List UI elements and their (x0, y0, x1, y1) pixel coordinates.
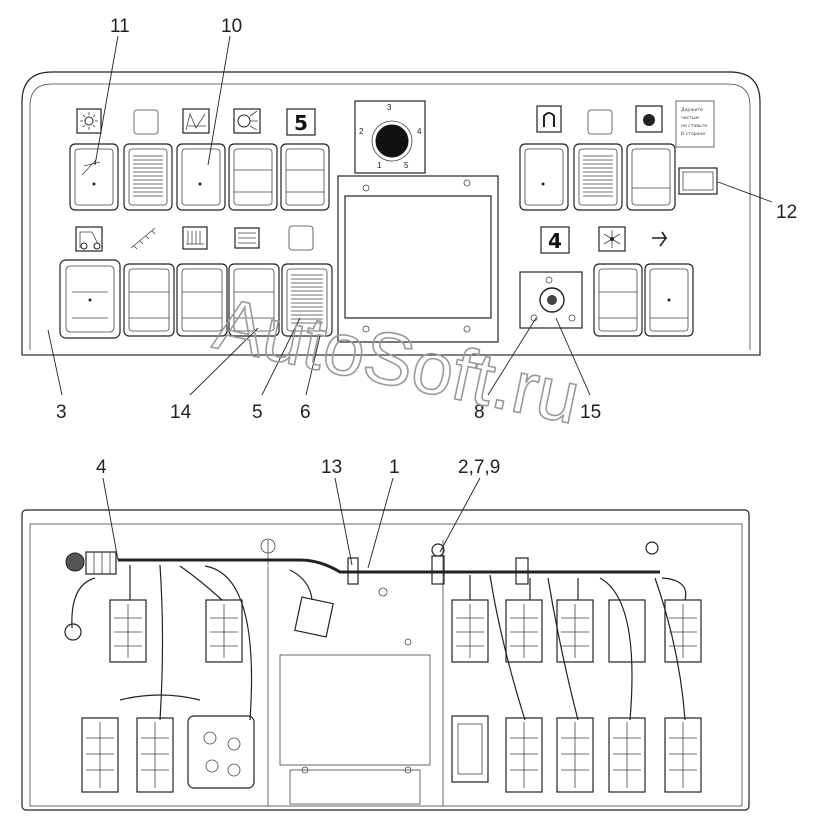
dial-pos-3: 3 (387, 103, 392, 112)
switch-right-1[interactable] (519, 143, 569, 211)
lamp-12 (678, 167, 718, 195)
top-right-switches (519, 143, 676, 211)
wire-drops (119, 564, 687, 721)
callout-10: 10 (221, 16, 242, 37)
blank-indicator-right (587, 109, 613, 135)
leader-lines (47, 35, 773, 569)
callout-8: 8 (474, 402, 485, 423)
lightning-icon (652, 231, 668, 247)
plow-icon (130, 227, 156, 250)
dial-pos-5: 5 (404, 161, 409, 170)
callout-5: 5 (252, 402, 263, 423)
blank-indicator (133, 109, 159, 135)
bottom-left-switches (59, 259, 333, 339)
washer-icon (233, 108, 261, 134)
callout-11: 11 (110, 16, 130, 37)
top-left-switches (69, 143, 330, 211)
harness-clamps (347, 541, 659, 585)
switch-bottom-right-1[interactable] (593, 263, 643, 337)
note-line-3: не ставьте (681, 124, 707, 129)
switch-right-2[interactable] (573, 143, 623, 211)
seat-wiper-icon (182, 108, 210, 134)
rear-heater-icon (234, 227, 260, 249)
rotary-switch[interactable]: 1 2 3 4 5 (354, 100, 426, 174)
connector-blocks-bottom (81, 715, 702, 793)
note-line-1: Держите (681, 107, 703, 113)
note-line-4: В стороне (681, 131, 705, 137)
switch-right-3[interactable] (626, 143, 676, 211)
blank-indicator-bottom (288, 225, 314, 251)
connector-4 (64, 551, 117, 641)
callout-12: 12 (776, 202, 797, 223)
switch-10[interactable] (176, 143, 226, 211)
light-icon (76, 108, 102, 134)
watermark-text: AutoSoft.ru (207, 281, 586, 439)
switch-top-4[interactable] (228, 143, 278, 211)
callout-6: 6 (300, 402, 311, 423)
switch-bottom-2[interactable] (123, 263, 175, 337)
switch-11[interactable] (69, 143, 119, 211)
bottom-right-switches (593, 263, 694, 337)
callout-labels: 11 10 12 3 14 5 6 8 15 4 13 1 2,7,9 (56, 16, 797, 478)
dial-pos-1: 1 (377, 161, 382, 170)
switch-bottom-1[interactable] (59, 259, 121, 339)
harness-trunk (118, 558, 660, 574)
callout-1: 1 (389, 457, 400, 478)
dial-pos-2: 2 (359, 127, 364, 136)
harness-trunk-inner (118, 565, 660, 579)
callout-14: 14 (170, 402, 192, 423)
warning-note: Держите чистым не ставьте В стороне (675, 100, 715, 148)
panel-rear-view (21, 509, 750, 811)
digit-five: 5 (294, 111, 308, 135)
connector-blocks-top (109, 599, 702, 663)
beacon-icon (635, 105, 663, 133)
center-plug (289, 569, 334, 638)
center-display (337, 175, 499, 343)
callout-15: 15 (580, 402, 601, 423)
fan-icon (598, 226, 626, 252)
dial-pos-4: 4 (417, 127, 422, 136)
callout-3: 3 (56, 402, 67, 423)
digit-five-indicator: 5 (286, 108, 316, 136)
digit-four: 4 (548, 229, 562, 253)
horseshoe-icon (536, 105, 562, 133)
callout-13: 13 (321, 457, 342, 478)
heater-icon (182, 226, 208, 250)
tractor-hitch-icon (75, 226, 103, 252)
callout-4: 4 (96, 457, 107, 478)
socket-15 (519, 271, 583, 329)
fuse-block (187, 715, 255, 789)
switch-top-5[interactable] (280, 143, 330, 211)
switch-top-2[interactable] (123, 143, 173, 211)
callout-2-7-9: 2,7,9 (458, 457, 500, 478)
digit-four-indicator: 4 (540, 226, 570, 254)
switch-bottom-right-2[interactable] (644, 263, 694, 337)
switch-5[interactable] (281, 263, 333, 337)
note-line-2: чистым (681, 116, 700, 121)
switch-bottom-3[interactable] (176, 263, 228, 337)
switch-14[interactable] (228, 263, 280, 337)
panel-front-view: 5 1 2 (21, 71, 761, 356)
